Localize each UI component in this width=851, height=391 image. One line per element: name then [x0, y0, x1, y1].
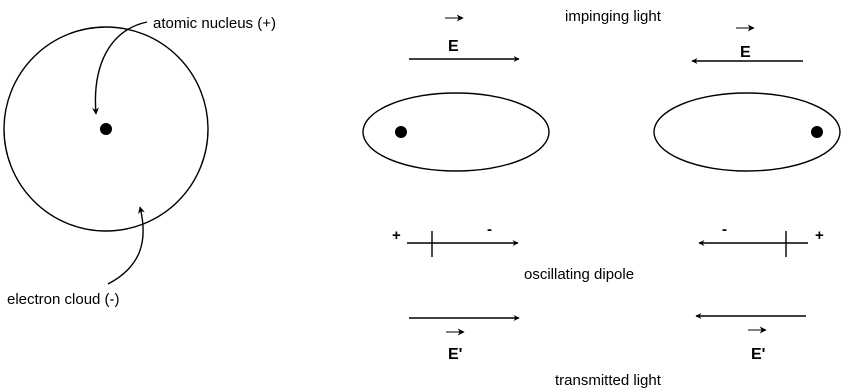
impinging-light-label: impinging light — [565, 8, 662, 25]
transmitted-field-symbol-left: E' — [448, 346, 462, 363]
cloud-label: electron cloud (-) — [7, 291, 120, 308]
nucleus-dot-right — [811, 126, 823, 138]
nucleus-label: atomic nucleus (+) — [153, 15, 276, 32]
negative-charge-right: - — [722, 221, 727, 238]
nucleus-dot-left — [395, 126, 407, 138]
cloud-pointer-arrow — [108, 207, 143, 284]
positive-charge-left: + — [392, 227, 401, 244]
polarized-cloud-left — [363, 93, 549, 171]
negative-charge-left: - — [487, 221, 492, 238]
transmitted-field-symbol-right: E' — [751, 346, 765, 363]
atomic-nucleus-dot — [100, 123, 112, 135]
incident-field-symbol-left: E — [448, 38, 459, 55]
incident-field-symbol-right: E — [740, 44, 751, 61]
transmitted-light-label: transmitted light — [555, 372, 662, 389]
oscillating-dipole-label: oscillating dipole — [524, 266, 634, 283]
nucleus-pointer-arrow — [95, 22, 147, 114]
positive-charge-right: + — [815, 227, 824, 244]
